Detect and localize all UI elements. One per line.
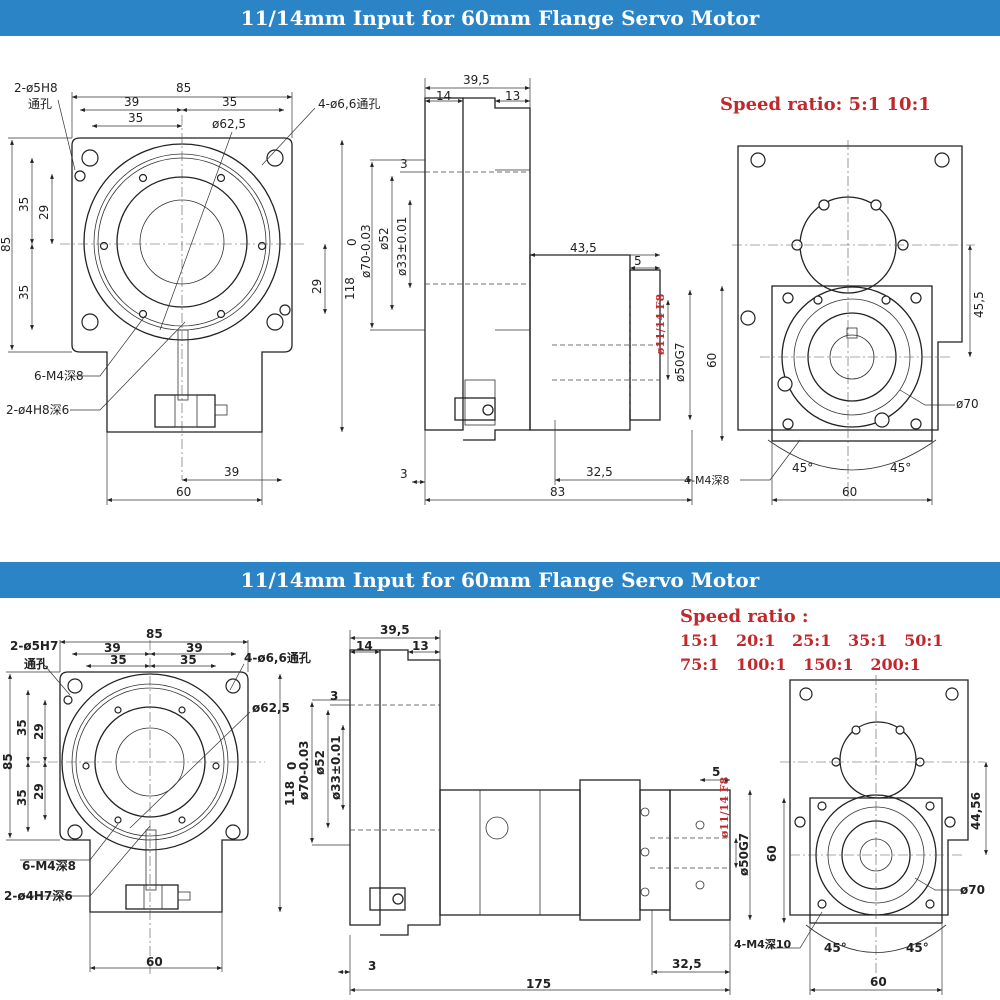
top-front-w39a: 39 xyxy=(124,95,139,109)
top-front-h85: 85 xyxy=(0,237,13,252)
top-front-tap: 6-M4深8 xyxy=(34,369,84,383)
top-side-b325: 32,5 xyxy=(586,465,613,479)
bottom-side-b325: 32,5 xyxy=(672,957,702,971)
bottom-side-d33: ø33±0.01 xyxy=(329,735,343,800)
top-flange-a1: 45° xyxy=(792,461,813,475)
top-side-d33: ø33±0.01 xyxy=(395,217,409,276)
top-side-b83: 83 xyxy=(550,485,565,499)
bottom-side-b175: 175 xyxy=(526,977,551,991)
top-flange-tap: 4-M4深8 xyxy=(684,474,729,487)
top-front-hole-a: 2-ø5H8 xyxy=(14,81,58,95)
bottom-front-h29b: 29 xyxy=(32,783,46,800)
top-side-d0: 0 xyxy=(345,238,359,246)
bottom-front-d62: ø62,5 xyxy=(252,701,290,715)
top-side-d11: ø11/14 F8 xyxy=(654,293,667,355)
bottom-front-h29a: 29 xyxy=(32,723,46,740)
top-title-banner: 11/14mm Input for 60mm Flange Servo Moto… xyxy=(0,0,1000,36)
bottom-front-w35a: 35 xyxy=(110,653,127,667)
bottom-flange-v60: 60 xyxy=(765,845,779,862)
bottom-front-view: 85 39 39 35 35 85 35 35 29 29 118 ø62,5 … xyxy=(1,627,311,975)
top-front-h35b: 35 xyxy=(17,285,31,300)
top-side-d5: 5 xyxy=(634,254,642,268)
bottom-speed-row2: 75:1 100:1 150:1 200:1 xyxy=(680,655,921,674)
top-flange-w60: 60 xyxy=(842,485,857,499)
bottom-title-banner: 11/14mm Input for 60mm Flange Servo Moto… xyxy=(0,562,1000,598)
top-flange-d70: ø70 xyxy=(956,397,979,411)
bottom-side-b3: 3 xyxy=(368,959,376,973)
top-front-w35: 35 xyxy=(222,95,237,109)
bottom-flange-tap: 4-M4深10 xyxy=(734,937,791,951)
bottom-flange-h4456: 44,56 xyxy=(969,792,983,830)
bottom-front-w85: 85 xyxy=(146,627,163,641)
top-front-view: 85 39 35 35 85 35 35 29 29 118 ø62,5 2-ø… xyxy=(0,81,380,505)
bottom-front-w39a: 39 xyxy=(104,641,121,655)
top-front-h29a: 29 xyxy=(37,205,51,220)
bottom-flange-a1: 45° xyxy=(824,941,847,955)
top-side-d52: ø52 xyxy=(377,227,391,250)
top-front-hole-b: 4-ø6,6通孔 xyxy=(318,97,380,111)
bottom-front-tap: 6-M4深8 xyxy=(22,858,76,873)
bottom-flange-view: Speed ratio : 15:1 20:1 25:1 35:1 50:1 7… xyxy=(680,606,988,995)
top-front-hole-a-sub: 通孔 xyxy=(28,97,52,111)
top-front-w85: 85 xyxy=(176,81,191,95)
bottom-flange-w60: 60 xyxy=(870,975,887,989)
bottom-front-hole-a-sub: 通孔 xyxy=(24,656,48,671)
bottom-speed-row1: 15:1 20:1 25:1 35:1 50:1 xyxy=(680,631,943,650)
top-side-l435: 43,5 xyxy=(570,241,597,255)
bottom-side-w395: 39,5 xyxy=(380,623,410,637)
top-side-w13: 13 xyxy=(505,89,520,103)
bottom-flange-d70: ø70 xyxy=(960,883,985,897)
bottom-front-w39b: 39 xyxy=(186,641,203,655)
bottom-side-d52: ø52 xyxy=(313,750,327,775)
top-speed-ratio: Speed ratio: 5:1 10:1 xyxy=(720,94,931,115)
top-flange-view: Speed ratio: 5:1 10:1 45,5 xyxy=(684,94,986,505)
top-flange-a2: 45° xyxy=(890,461,911,475)
bottom-side-d11: ø11/14 F8 xyxy=(718,776,731,838)
bottom-front-h85: 85 xyxy=(1,753,15,770)
bottom-side-w14: 14 xyxy=(356,639,373,653)
top-front-b39: 39 xyxy=(224,465,239,479)
top-side-view: 39,5 14 13 3 0 ø70-0.03 ø52 ø33±0.01 43,… xyxy=(345,73,693,505)
top-side-d3: 3 xyxy=(400,157,408,171)
bottom-side-d50: ø50G7 xyxy=(737,833,751,876)
top-side-w395: 39,5 xyxy=(463,73,490,87)
top-side-w14: 14 xyxy=(436,89,451,103)
top-front-hole-c: 2-ø4H8深6 xyxy=(6,403,69,417)
bottom-side-d0: 0 xyxy=(285,762,299,770)
bottom-front-w35b: 35 xyxy=(180,653,197,667)
bottom-front-hole-a: 2-ø5H7 xyxy=(10,639,58,653)
top-front-h35a: 35 xyxy=(17,197,31,212)
bottom-side-d70: ø70-0.03 xyxy=(297,740,311,800)
top-flange-h455: 45,5 xyxy=(972,291,986,318)
bottom-front-h118: 118 xyxy=(283,781,297,806)
top-side-d70: ø70-0.03 xyxy=(359,224,373,278)
top-side-b3: 3 xyxy=(400,467,408,481)
bottom-side-view: 39,5 14 13 3 0 ø70-0.03 ø52 ø33±0.01 5 ø… xyxy=(285,623,752,995)
bottom-front-hole-c: 2-ø4H7深6 xyxy=(4,888,73,903)
bottom-side-w13: 13 xyxy=(412,639,429,653)
top-side-d50: ø50G7 xyxy=(673,342,687,382)
top-front-d62: ø62,5 xyxy=(212,117,246,131)
top-flange-v60: 60 xyxy=(705,353,719,368)
bottom-side-d3: 3 xyxy=(330,689,338,703)
bottom-front-b60: 60 xyxy=(146,955,163,969)
top-front-h118: 118 xyxy=(343,277,357,300)
bottom-front-hole-b: 4-ø6,6通孔 xyxy=(244,650,311,665)
bottom-side-d5: 5 xyxy=(712,765,720,779)
bottom-speed-label: Speed ratio : xyxy=(680,606,809,627)
bottom-flange-a2: 45° xyxy=(906,941,929,955)
bottom-front-h35a: 35 xyxy=(15,719,29,736)
top-front-w35b: 35 xyxy=(128,111,143,125)
top-front-b60: 60 xyxy=(176,485,191,499)
top-front-h29b: 29 xyxy=(310,279,324,294)
bottom-front-h35b: 35 xyxy=(15,789,29,806)
